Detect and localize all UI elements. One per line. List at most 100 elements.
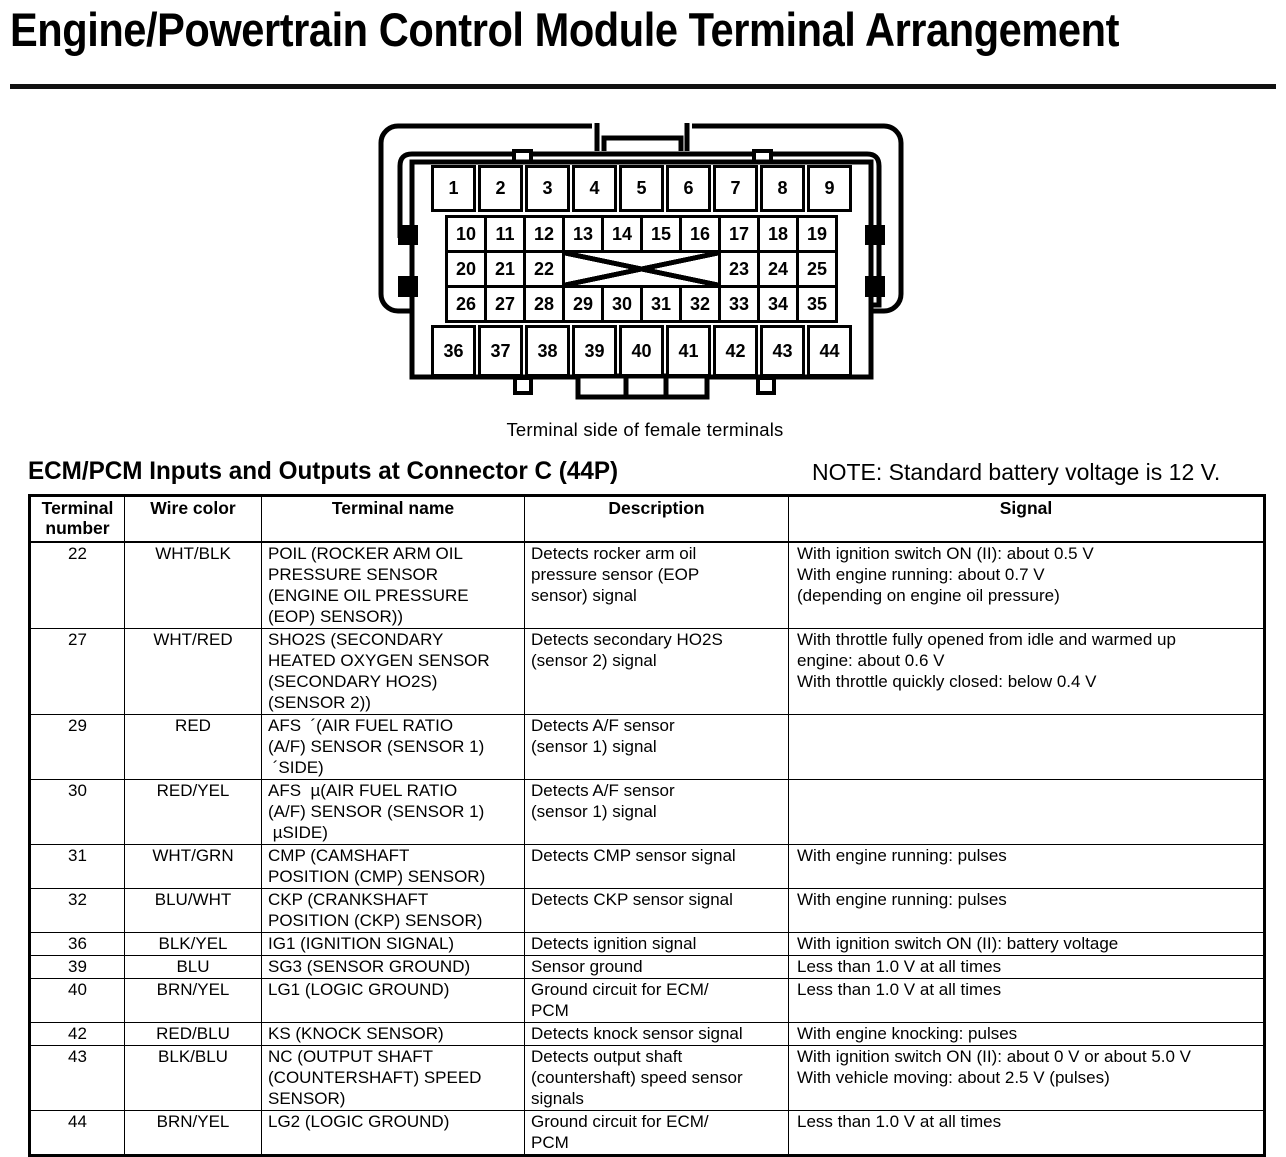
cell-terminal-number: 40 [29, 978, 125, 1023]
cell-signal: With throttle fully opened from idle and… [788, 628, 1265, 715]
terminal-20: 20 [445, 250, 487, 288]
cell-signal: With ignition switch ON (II): battery vo… [788, 932, 1265, 956]
cell-wire-color: BRN/YEL [124, 1110, 262, 1156]
terminal-8: 8 [760, 165, 805, 212]
cell-description: Detects A/F sensor (sensor 1) signal [524, 779, 789, 845]
terminal-9: 9 [807, 165, 852, 212]
terminal-40: 40 [619, 325, 664, 377]
terminal-25: 25 [796, 250, 838, 288]
page-title: Engine/Powertrain Control Module Termina… [10, 3, 1119, 56]
cell-signal [788, 714, 1265, 780]
blocked-terminals-cross [562, 250, 721, 288]
cell-description: Detects A/F sensor (sensor 1) signal [524, 714, 789, 780]
terminal-10: 10 [445, 215, 487, 253]
terminal-34: 34 [757, 285, 799, 323]
inner-shell [397, 151, 882, 308]
cell-description: Detects rocker arm oil pressure sensor (… [524, 541, 789, 629]
terminal-28: 28 [523, 285, 565, 323]
side-lug-left-upper [398, 225, 418, 245]
cell-terminal-name: LG2 (LOGIC GROUND) [261, 1110, 525, 1156]
terminal-37: 37 [478, 325, 523, 377]
col-header-signal: Signal [788, 495, 1265, 543]
terminal-4: 4 [572, 165, 617, 212]
cell-terminal-number: 22 [29, 541, 125, 629]
bottom-tab-left [513, 376, 533, 395]
terminal-12: 12 [523, 215, 565, 253]
cell-description: Detects secondary HO2S (sensor 2) signal [524, 628, 789, 715]
cell-terminal-number: 36 [29, 932, 125, 956]
cell-wire-color: RED [124, 714, 262, 780]
cell-terminal-number: 44 [29, 1110, 125, 1156]
terminal-31: 31 [640, 285, 682, 323]
cell-wire-color: RED/BLU [124, 1022, 262, 1046]
terminal-33: 33 [718, 285, 760, 323]
cell-terminal-name: AFS ´(AIR FUEL RATIO (A/F) SENSOR (SENSO… [261, 714, 525, 780]
side-lug-left-lower [398, 276, 418, 297]
terminal-26: 26 [445, 285, 487, 323]
terminal-14: 14 [601, 215, 643, 253]
cell-description: Ground circuit for ECM/ PCM [524, 1110, 789, 1156]
cell-description: Detects CMP sensor signal [524, 844, 789, 889]
cell-terminal-number: 39 [29, 955, 125, 979]
cell-signal: With ignition switch ON (II): about 0.5 … [788, 541, 1265, 629]
cell-description: Sensor ground [524, 955, 789, 979]
terminal-36: 36 [431, 325, 476, 377]
cell-terminal-name: SHO2S (SECONDARY HEATED OXYGEN SENSOR (S… [261, 628, 525, 715]
terminal-27: 27 [484, 285, 526, 323]
terminal-7: 7 [713, 165, 758, 212]
cell-signal: With engine running: pulses [788, 844, 1265, 889]
bottom-tab-right [756, 376, 776, 395]
col-header-terminal-name: Terminal name [261, 495, 525, 543]
cell-terminal-name: KS (KNOCK SENSOR) [261, 1022, 525, 1046]
latch-bracket [601, 135, 684, 151]
cell-terminal-number: 43 [29, 1045, 125, 1111]
terminal-38: 38 [525, 325, 570, 377]
cell-signal: With engine knocking: pulses [788, 1022, 1265, 1046]
cell-terminal-name: POIL (ROCKER ARM OIL PRESSURE SENSOR (EN… [261, 541, 525, 629]
terminal-15: 15 [640, 215, 682, 253]
terminal-41: 41 [666, 325, 711, 377]
cell-signal: Less than 1.0 V at all times [788, 1110, 1265, 1156]
cell-wire-color: BRN/YEL [124, 978, 262, 1023]
col-header-wire-color: Wire color [124, 495, 262, 543]
bottom-latch [575, 373, 710, 400]
cell-wire-color: WHT/BLK [124, 541, 262, 629]
terminal-43: 43 [760, 325, 805, 377]
cell-signal: Less than 1.0 V at all times [788, 955, 1265, 979]
cell-signal [788, 779, 1265, 845]
cell-terminal-name: CKP (CRANKSHAFT POSITION (CKP) SENSOR) [261, 888, 525, 933]
side-lug-right-upper [865, 225, 885, 245]
terminal-35: 35 [796, 285, 838, 323]
terminal-18: 18 [757, 215, 799, 253]
cell-wire-color: WHT/RED [124, 628, 262, 715]
cell-wire-color: BLU [124, 955, 262, 979]
terminal-5: 5 [619, 165, 664, 212]
cell-wire-color: BLU/WHT [124, 888, 262, 933]
cell-signal: With engine running: pulses [788, 888, 1265, 933]
terminal-11: 11 [484, 215, 526, 253]
terminal-39: 39 [572, 325, 617, 377]
cell-wire-color: WHT/GRN [124, 844, 262, 889]
terminal-44: 44 [807, 325, 852, 377]
cell-wire-color: BLK/BLU [124, 1045, 262, 1111]
terminal-32: 32 [679, 285, 721, 323]
cell-signal: Less than 1.0 V at all times [788, 978, 1265, 1023]
cell-terminal-name: CMP (CAMSHAFT POSITION (CMP) SENSOR) [261, 844, 525, 889]
